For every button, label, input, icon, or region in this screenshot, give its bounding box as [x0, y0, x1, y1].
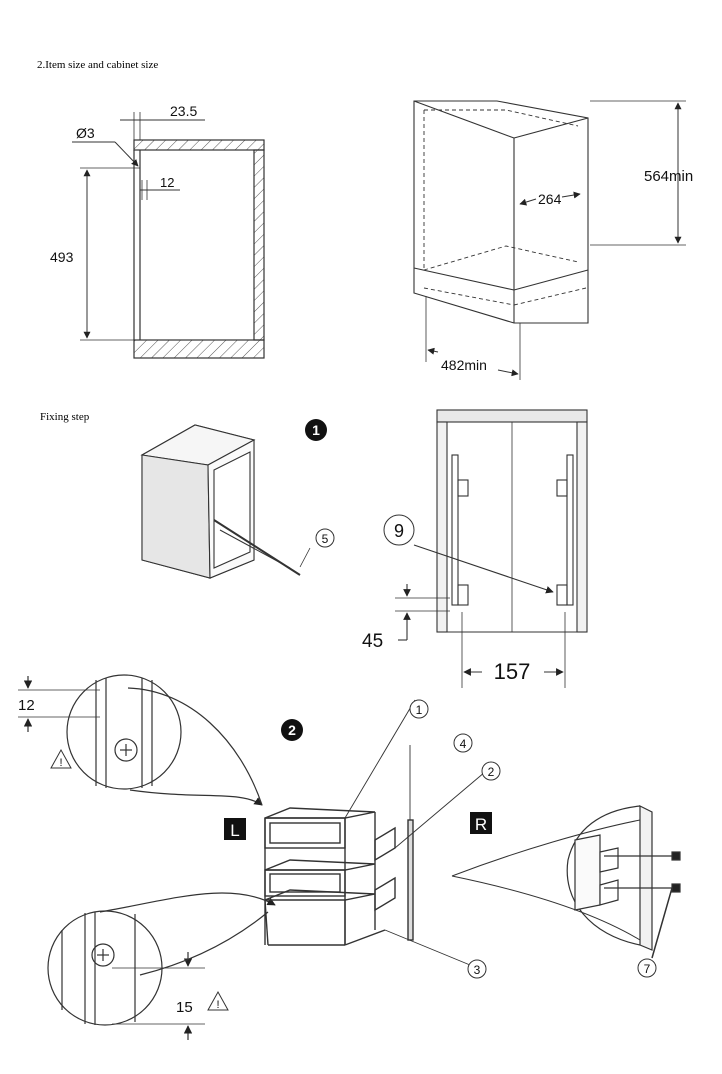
- step1-front-view: [395, 409, 588, 688]
- part-9-callout: [383, 514, 415, 546]
- step1-cabinet-sketch: [140, 424, 311, 579]
- part-7-callout: [637, 958, 657, 978]
- part-9-number: 9: [394, 521, 404, 541]
- dim-493: 493: [50, 249, 74, 265]
- screw-detail-drawing: [451, 805, 681, 959]
- dim-264: 264: [538, 191, 562, 207]
- part-1-callout: [409, 699, 429, 719]
- top-panel: [133, 139, 265, 151]
- dim-12: 12: [160, 175, 174, 190]
- detail-bottom-dim-15: 15: [176, 999, 193, 1016]
- detail-bottom-left: [47, 892, 276, 1040]
- section-heading: 2.Item size and cabinet size: [37, 59, 159, 71]
- part-3-callout: [467, 959, 487, 979]
- part-3-number: 3: [474, 963, 481, 977]
- part-5-number: 5: [322, 532, 329, 546]
- part-2-number: 2: [488, 765, 495, 779]
- right-panel: [253, 149, 265, 341]
- left-label-box: [224, 818, 246, 840]
- step-2-number: 2: [288, 722, 296, 738]
- fixing-step-heading: Fixing step: [40, 411, 90, 423]
- dim-564min: 564min: [644, 168, 693, 185]
- dim-482min: 482min: [441, 357, 487, 373]
- dim-diameter-3: Ø3: [76, 125, 95, 141]
- part-5-callout: [315, 528, 335, 548]
- part-4-number: 4: [460, 737, 467, 751]
- step-1-badge: [305, 419, 327, 441]
- part-4-callout: [453, 733, 473, 753]
- detail-top-dim-12: 12: [18, 697, 35, 714]
- bottom-panel: [133, 339, 265, 359]
- part-1-number: 1: [416, 703, 423, 717]
- step-2-badge: [281, 719, 303, 741]
- warning-icon: [207, 990, 229, 1011]
- right-label-box: [470, 812, 492, 834]
- dim-45: 45: [362, 631, 383, 652]
- section-view-drawing: [72, 112, 265, 359]
- left-label: L: [230, 821, 239, 840]
- detail-top-left: [18, 674, 263, 806]
- warning-symbol-top: !: [59, 757, 62, 769]
- right-label: R: [475, 815, 487, 834]
- step-1-number: 1: [312, 422, 320, 438]
- cabinet-isometric-drawing: [413, 100, 686, 380]
- warning-icon: [50, 748, 72, 769]
- warning-symbol-bottom: !: [216, 999, 219, 1011]
- dim-23-5: 23.5: [170, 103, 197, 119]
- part-2-callout: [481, 761, 501, 781]
- pullout-basket-drawing: [264, 699, 486, 966]
- part-7-number: 7: [644, 962, 651, 976]
- dim-157: 157: [494, 659, 531, 684]
